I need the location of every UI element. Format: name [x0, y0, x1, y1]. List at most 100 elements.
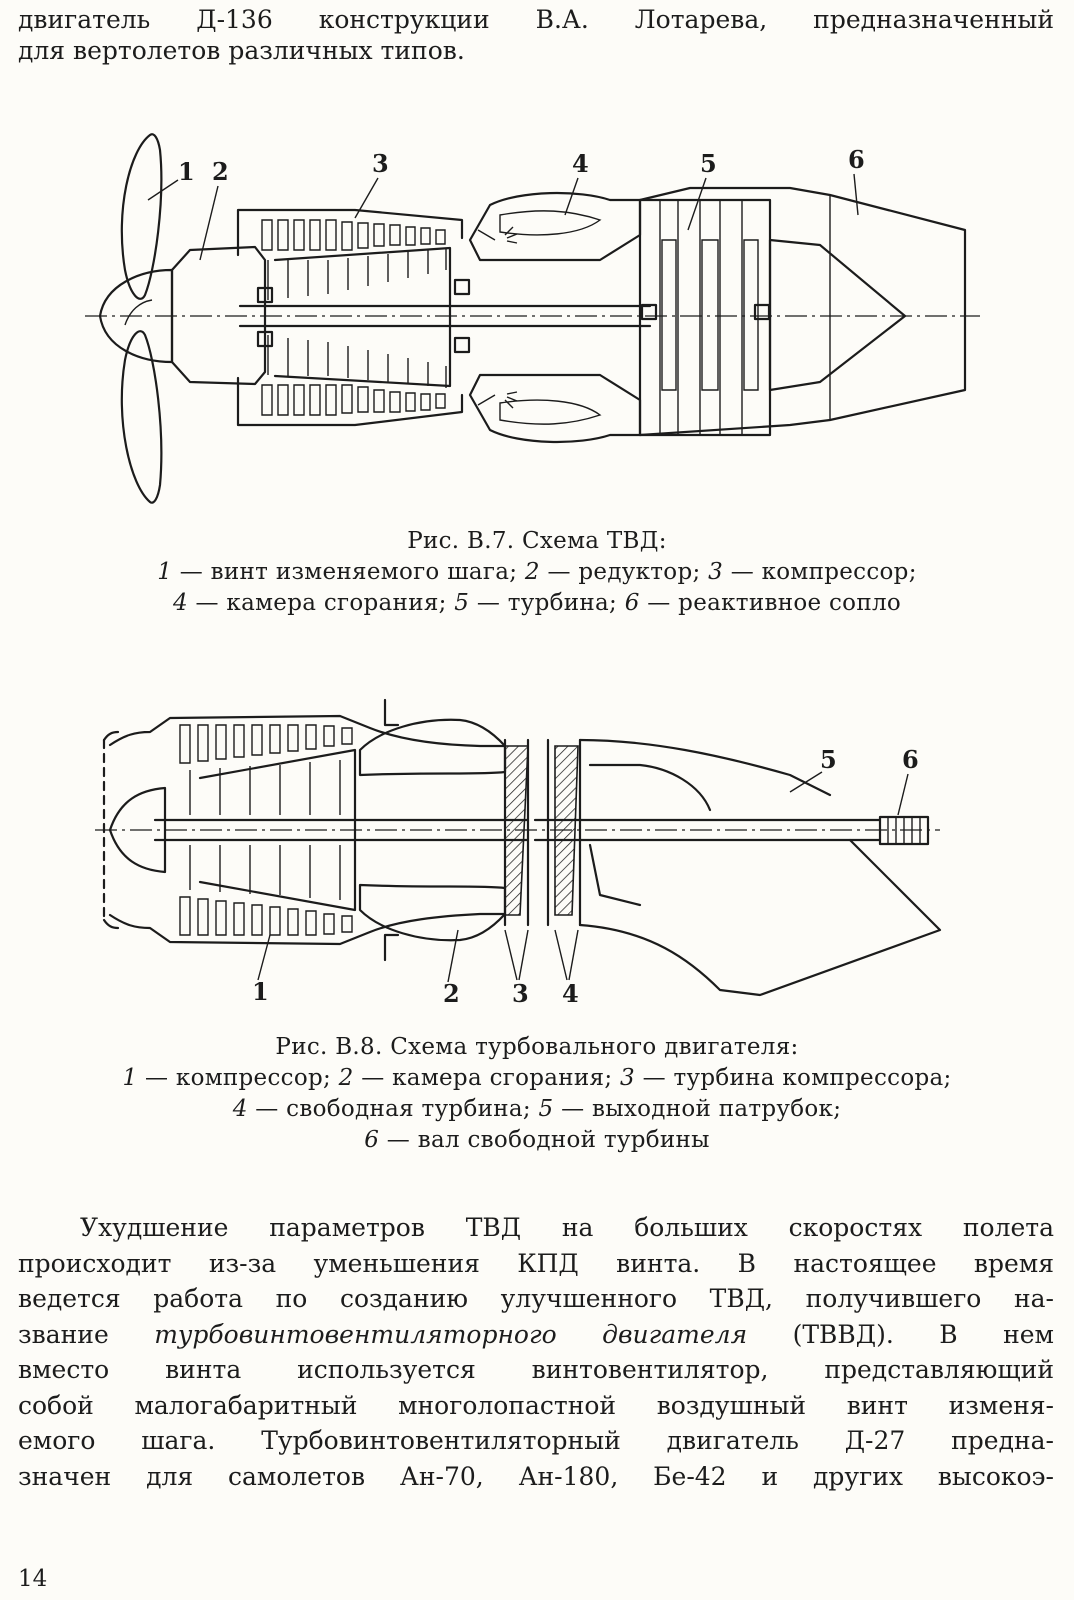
compressor-casing-top	[236, 208, 464, 257]
compressor-drum	[198, 748, 357, 912]
figure1-caption: Рис. В.7. Схема ТВД: 1 — винт изменяемог…	[0, 526, 1074, 619]
caption-line: 6 — вал свободной турбины	[0, 1125, 1074, 1156]
figure2-caption: Рис. В.8. Схема турбовального двигателя:…	[0, 1032, 1074, 1156]
leader-line	[147, 179, 179, 201]
text-line: двигатель Д-136 конструкции В.А. Лотарев…	[18, 5, 1054, 34]
propeller-blade-lower	[120, 330, 163, 504]
label-2: 2	[212, 157, 229, 186]
caption-text: — турбина;	[469, 590, 625, 616]
compressor-turbine-disc	[504, 745, 529, 916]
caption-text: — реактивное сопло	[639, 590, 902, 616]
fuel-injector	[477, 226, 518, 244]
gearbox-housing	[170, 245, 267, 386]
caption-line: 4 — камера сгорания; 5 — турбина; 6 — ре…	[0, 588, 1074, 619]
text-line: вместо винта используется винтовентилято…	[18, 1355, 1054, 1384]
caption-number: 4	[232, 1096, 248, 1122]
leader-line	[554, 929, 568, 981]
caption-number: 2	[338, 1065, 354, 1091]
turboshaft-diagram: 5 6 1 2 3 4	[95, 698, 942, 1008]
turbine-section	[638, 198, 772, 437]
bearing	[256, 330, 274, 348]
compressor-blades-top	[261, 219, 447, 300]
caption-text: — компрессор;	[723, 559, 917, 585]
text-line: для вертолетов различных типов.	[18, 36, 465, 65]
caption-number: 3	[708, 559, 724, 585]
bearing	[256, 286, 274, 304]
compressor-blades-top	[179, 724, 353, 815]
caption-line: 4 — свободная турбина; 5 — выходной патр…	[0, 1094, 1074, 1125]
leader-line	[789, 771, 823, 793]
combustion-chamber-bottom	[358, 883, 507, 942]
caption-text: — редуктор;	[539, 559, 709, 585]
figure-turboshaft-diagram: 5 6 1 2 3 4	[0, 680, 1074, 1020]
caption-text: — винт изменяемого шага;	[172, 559, 525, 585]
inlet-lip-top	[102, 730, 120, 742]
caption-number: 6	[364, 1127, 380, 1153]
text-line: емого шага. Турбовинтовентиляторный двиг…	[18, 1426, 1054, 1455]
fuel-injector	[477, 391, 518, 409]
leader-line	[257, 934, 271, 981]
caption-text: — выходной патрубок;	[553, 1096, 842, 1122]
free-turbine-shaft	[533, 818, 882, 842]
combustor-liner	[499, 210, 602, 236]
caption-number: 5	[538, 1096, 554, 1122]
combustion-chamber-top	[468, 191, 642, 262]
leader-line	[199, 185, 219, 261]
inlet-cone	[108, 786, 167, 874]
main-shaft	[238, 304, 652, 328]
compressor-shaft	[153, 818, 530, 842]
jet-nozzle-casing	[638, 186, 967, 437]
caption-line: 1 — компрессор; 2 — камера сгорания; 3 —…	[0, 1063, 1074, 1094]
body-paragraph: Ухудшение параметров ТВД на больших скор…	[18, 1210, 1054, 1494]
caption-text: — турбина компрессора;	[634, 1065, 952, 1091]
figure-turboprop-diagram: 1 2 3 4 5 6	[0, 120, 1074, 520]
caption-title: Рис. В.7. Схема ТВД:	[407, 528, 667, 554]
text-fragment: звание	[18, 1319, 155, 1349]
term-italic: турбовинтовентиляторного двигателя	[154, 1319, 748, 1349]
leader-line	[504, 929, 518, 981]
exhaust-duct-inner	[588, 843, 642, 907]
text-line: звание турбовинтовентиляторного двигател…	[18, 1317, 1054, 1353]
label-3: 3	[512, 979, 529, 1008]
free-turbine-disc	[554, 745, 579, 916]
compressor-turbine-blades	[503, 738, 530, 927]
caption-number: 1	[122, 1065, 138, 1091]
caption-text: — вал свободной турбины	[379, 1127, 710, 1153]
leader-line	[447, 929, 459, 983]
combustion-chamber-top	[358, 718, 507, 777]
compressor-blades-bottom	[179, 845, 353, 936]
caption-title: Рис. В.8. Схема турбовального двигателя:	[275, 1034, 799, 1060]
bearing	[453, 278, 471, 296]
text-line: собой малогабаритный многолопастной возд…	[18, 1390, 1054, 1420]
label-4: 4	[572, 149, 589, 178]
label-5: 5	[820, 745, 837, 774]
label-5: 5	[700, 149, 717, 178]
caption-text: — компрессор;	[137, 1065, 339, 1091]
inlet-lip-bottom	[102, 918, 120, 930]
exhaust-duct	[578, 738, 942, 997]
combustion-chamber-bottom	[468, 373, 642, 444]
label-1: 1	[252, 977, 269, 1006]
leader-line	[564, 177, 579, 216]
engine-casing	[108, 714, 507, 946]
compressor-casing-bottom	[236, 376, 464, 427]
caption-number: 1	[157, 559, 173, 585]
compressor-drum	[273, 246, 452, 388]
spinner-detail	[124, 299, 153, 326]
leader-line	[853, 173, 859, 216]
caption-number: 3	[620, 1065, 635, 1091]
fuel-injector-bottom	[383, 933, 400, 962]
combustor-liner	[499, 399, 602, 425]
caption-text: — камера сгорания;	[187, 590, 455, 616]
label-6: 6	[848, 145, 865, 174]
leader-line	[568, 929, 579, 981]
caption-text: — камера сгорания;	[353, 1065, 621, 1091]
label-3: 3	[372, 149, 389, 178]
caption-number: 6	[624, 590, 640, 616]
exhaust-duct-inner	[588, 763, 712, 812]
caption-number: 5	[454, 590, 470, 616]
fuel-injector-top	[383, 698, 400, 727]
bearing	[453, 336, 471, 354]
text-fragment: (ТВВД). В нем	[747, 1319, 1054, 1349]
